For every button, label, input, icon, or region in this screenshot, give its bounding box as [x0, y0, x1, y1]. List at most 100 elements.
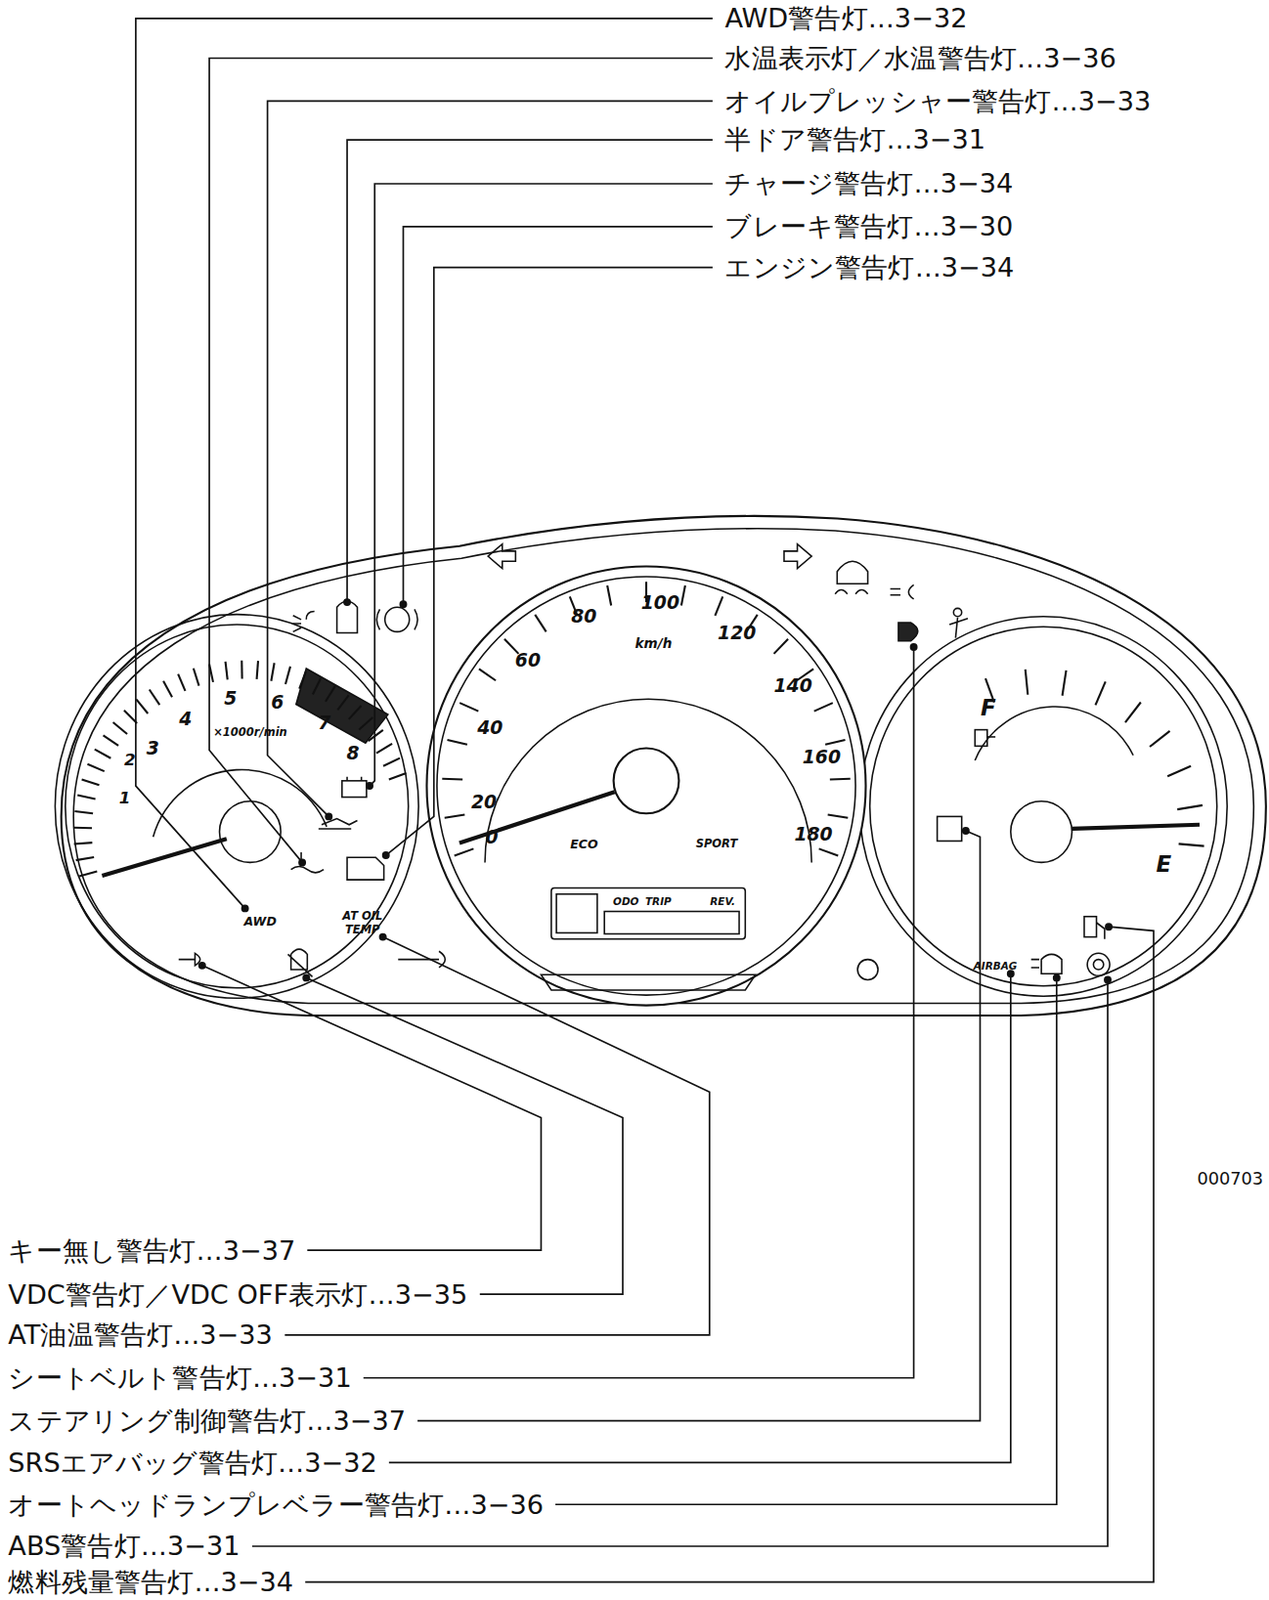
- tick-mark: [257, 660, 259, 680]
- leader-dot: [366, 783, 373, 789]
- tick-mark: [607, 585, 612, 607]
- tick-mark: [358, 717, 373, 731]
- leader-dot: [325, 813, 332, 820]
- tick-mark: [103, 735, 120, 746]
- tick-mark: [534, 614, 546, 633]
- tick-mark: [825, 740, 845, 745]
- tick-mark: [714, 596, 723, 615]
- tick-mark: [1025, 669, 1029, 696]
- tick-mark: [270, 662, 274, 682]
- leader-dot: [1053, 974, 1060, 981]
- leader-line: [363, 647, 915, 1379]
- tick-mark: [383, 758, 400, 767]
- gauge-text: 0: [485, 827, 499, 848]
- leader-dot: [910, 644, 917, 651]
- leader-dot: [303, 974, 309, 981]
- tick-mark: [337, 695, 349, 710]
- tick-mark: [163, 681, 173, 699]
- tick-mark: [1179, 843, 1205, 846]
- gauge-text: ODO: [612, 895, 639, 907]
- tick-mark: [285, 666, 291, 685]
- leader-dot: [1105, 923, 1112, 930]
- leader-dot: [383, 852, 390, 859]
- gauge-text: E: [1156, 852, 1173, 877]
- tick-mark: [1149, 731, 1171, 747]
- tick-mark: [814, 702, 833, 711]
- callout-label: 水温表示灯／水温警告灯…3−36: [724, 43, 1116, 73]
- tick-mark: [76, 857, 95, 861]
- callout-label: キー無し警告灯…3−37: [7, 1235, 296, 1266]
- leader-line: [202, 965, 542, 1251]
- gauge-text: 120: [717, 622, 756, 644]
- gauge-text: 180: [793, 825, 832, 846]
- tick-mark: [94, 749, 111, 759]
- tick-mark: [681, 585, 686, 607]
- leader-dot: [199, 962, 206, 969]
- tick-mark: [135, 699, 148, 714]
- tick-mark: [193, 668, 200, 687]
- gauge-text: ×1000r/min: [213, 727, 288, 741]
- tick-mark: [459, 702, 479, 711]
- gauge-text: REV.: [709, 895, 736, 907]
- callout-label: ABS警告灯…3−31: [7, 1531, 240, 1562]
- leader-line: [252, 979, 1108, 1547]
- leader-line: [369, 183, 713, 787]
- tick-mark: [389, 773, 407, 780]
- leader-dot: [962, 828, 969, 834]
- gauge-text: 3: [146, 738, 160, 759]
- gauge-text: 7: [317, 712, 331, 734]
- gauge-text: 8: [347, 743, 360, 764]
- gauge-text: 1: [119, 788, 132, 807]
- tick-mark: [73, 827, 92, 831]
- gauge-text: F: [980, 696, 997, 721]
- tick-mark: [1177, 805, 1203, 810]
- tick-mark: [1125, 702, 1141, 724]
- leader-line: [555, 977, 1057, 1505]
- tick-mark: [828, 814, 849, 818]
- leader-dot: [344, 599, 351, 606]
- tick-mark: [447, 740, 468, 745]
- leader-line: [306, 977, 623, 1295]
- tick-mark: [79, 872, 97, 877]
- tick-mark: [454, 848, 475, 856]
- gauge-text: 60: [515, 650, 541, 671]
- tick-mark: [1062, 670, 1067, 697]
- tick-mark: [74, 811, 93, 814]
- gauge-text: km/h: [635, 637, 673, 653]
- gauge-text: 20: [471, 791, 497, 813]
- gauge-text: 5: [223, 688, 237, 709]
- leader-dot: [1104, 976, 1111, 983]
- callout-label: チャージ警告灯…3−34: [724, 169, 1013, 199]
- tick-mark: [177, 674, 185, 692]
- leader-line: [417, 831, 980, 1422]
- tick-mark: [376, 743, 393, 754]
- callout-label: ブレーキ警告灯…3−30: [724, 212, 1013, 242]
- tick-mark: [819, 848, 839, 856]
- gauge-text: ECO: [569, 837, 598, 852]
- tick-mark: [87, 764, 104, 772]
- tick-mark: [82, 779, 100, 786]
- tick-mark: [225, 661, 228, 681]
- tick-mark: [113, 722, 128, 735]
- tick-mark: [299, 671, 307, 690]
- gauge-text: 40: [477, 717, 503, 739]
- callout-label: 燃料残量警告灯…3−34: [7, 1567, 294, 1597]
- tick-mark: [1094, 681, 1105, 705]
- gauge-text: 4: [178, 709, 192, 731]
- callout-label: シートベルト警告灯…3−31: [7, 1363, 351, 1394]
- gauge-text: 100: [641, 593, 680, 614]
- leader-line: [402, 226, 712, 605]
- leader-line: [284, 937, 709, 1336]
- leader-line: [389, 973, 1011, 1463]
- callout-label: VDC警告灯／VDC OFF表示灯…3−35: [7, 1279, 468, 1310]
- tick-mark: [368, 730, 384, 742]
- tick-mark: [349, 705, 362, 720]
- tick-mark: [1167, 766, 1191, 778]
- gauge-text: 160: [802, 746, 841, 768]
- callout-label: AWD警告灯…3−32: [724, 3, 967, 34]
- tick-mark: [74, 842, 93, 844]
- tick-mark: [77, 795, 95, 800]
